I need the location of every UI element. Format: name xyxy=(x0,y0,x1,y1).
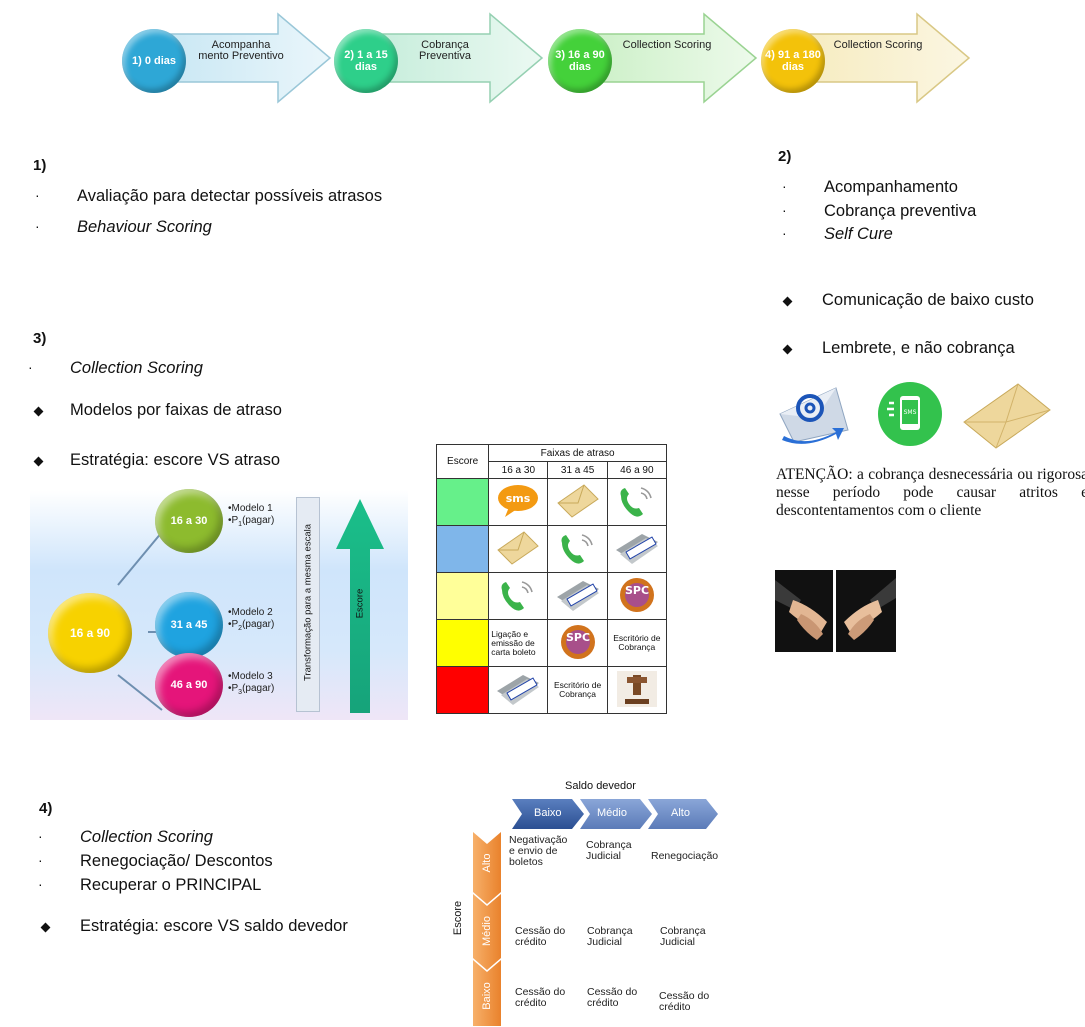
section-3-item: · Collection Scoring xyxy=(28,359,203,377)
saldo-row-label: Médio xyxy=(481,916,493,946)
section-1-item: · Behaviour Scoring xyxy=(35,218,212,236)
risk-column-header: 16 a 30 xyxy=(488,461,549,479)
svg-text:sms: sms xyxy=(506,492,531,505)
phone-icon xyxy=(488,572,549,620)
spc-logo-icon: SPC xyxy=(606,572,668,620)
model-node: 16 a 30 xyxy=(155,489,223,553)
risk-column-header: 46 a 90 xyxy=(606,461,668,479)
gavel-icon xyxy=(606,666,668,714)
section-3-heading: 3) xyxy=(33,330,47,347)
section-2-item: · Cobrança preventiva xyxy=(782,202,977,220)
section-2-diamond-item: Comunicação de baixo custo xyxy=(822,291,1034,309)
saldo-title: Saldo devedor xyxy=(565,780,636,792)
diamond-bullet-icon xyxy=(33,456,44,467)
stage-circle: 1) 0 dias xyxy=(122,29,186,93)
sms-phone-icon: SMS xyxy=(878,382,942,446)
transform-bar xyxy=(296,497,320,712)
envelope-icon xyxy=(547,478,608,526)
stage-circle: 2) 1 a 15 dias xyxy=(334,29,398,93)
svg-text:SMS: SMS xyxy=(904,409,917,416)
stage-label: Collection Scoring xyxy=(622,39,712,51)
diamond-bullet-icon xyxy=(40,922,51,933)
escore-up-arrow-icon xyxy=(336,499,384,713)
handshake-image xyxy=(836,570,896,652)
stage-circle: 3) 16 a 90 dias xyxy=(548,29,612,93)
section-1-item: · Avaliação para detectar possíveis atra… xyxy=(35,187,383,205)
section-4-item: · Recuperar o PRINCIPAL xyxy=(38,876,262,894)
saldo-cell: Negativação e envio de boletos xyxy=(509,834,568,868)
transform-label: Transformação para a mesma escala xyxy=(302,524,314,681)
saldo-row-label: Baixo xyxy=(481,982,493,1010)
risk-faixas-header: Faixas de atraso xyxy=(488,444,667,462)
saldo-cell: Cobrança Judicial xyxy=(586,839,632,862)
section-2-heading: 2) xyxy=(778,148,792,165)
model-label: •Modelo 3 •P3(pagar) xyxy=(228,671,275,696)
saldo-cell: Cessão do crédito xyxy=(587,986,638,1009)
section-4-diamond-item: Estratégia: escore VS saldo devedor xyxy=(80,917,348,935)
model-label: •Modelo 2 •P2(pagar) xyxy=(228,607,275,632)
model-node: 31 a 45 xyxy=(155,592,223,658)
svg-text:SPC: SPC xyxy=(625,584,649,597)
envelope-icon xyxy=(963,383,1051,449)
saldo-cell: Cobrança Judicial xyxy=(587,925,633,948)
section-4-heading: 4) xyxy=(39,800,53,817)
protested-bill-icon xyxy=(488,666,549,714)
protested-bill-icon xyxy=(606,525,668,573)
email-at-icon xyxy=(779,387,849,444)
section-2-diamond-item: Lembrete, e não cobrança xyxy=(822,339,1015,357)
section-4-item: · Renegociação/ Descontos xyxy=(38,852,273,870)
envelope-icon xyxy=(488,525,549,573)
spc-logo-icon: SPC xyxy=(547,619,608,667)
saldo-row-arrows xyxy=(473,832,501,1026)
diamond-bullet-icon xyxy=(782,296,793,307)
model-label: •Modelo 1 •P1(pagar) xyxy=(228,503,275,528)
saldo-row-label: Alto xyxy=(481,853,493,873)
risk-text-cell: Escritório de Cobrança xyxy=(606,619,668,667)
handshake-image xyxy=(775,570,833,652)
saldo-cell: Renegociação xyxy=(651,850,719,862)
risk-table: Escore Faixas de atraso 16 a 30 31 a 45 … xyxy=(435,444,668,714)
stage-label: Acompanha mento Preventivo xyxy=(198,39,284,62)
saldo-column-label: Alto xyxy=(671,807,690,819)
section-2-item: · Acompanhamento xyxy=(782,178,958,196)
escore-arrow-label: Escore xyxy=(354,588,366,619)
saldo-cell: Cobrança Judicial xyxy=(660,925,706,948)
model-node: 46 a 90 xyxy=(155,653,223,717)
risk-color-cell xyxy=(435,666,490,714)
risk-text-cell: Ligação e emissão de carta boleto xyxy=(488,619,549,667)
diamond-bullet-icon xyxy=(782,344,793,355)
saldo-column-arrows xyxy=(512,799,718,829)
stage-label: Collection Scoring xyxy=(833,39,923,51)
risk-color-cell xyxy=(435,525,490,573)
phone-icon xyxy=(606,478,668,526)
svg-text:SPC: SPC xyxy=(566,631,590,644)
risk-text-cell: Escritório de Cobrança xyxy=(547,666,608,714)
attention-note: ATENÇÃO: a cobrança desnecessária ou rig… xyxy=(776,466,1085,519)
saldo-column-label: Médio xyxy=(597,807,627,819)
sms-bubble-icon: sms xyxy=(488,478,549,526)
stage-circle: 4) 91 a 180 dias xyxy=(761,29,825,93)
section-1-heading: 1) xyxy=(33,157,47,174)
section-4-item: · Collection Scoring xyxy=(38,828,213,846)
stage-label: Cobrança Preventiva xyxy=(419,39,471,62)
risk-color-cell xyxy=(435,572,490,620)
section-3-diamond-item: Estratégia: escore VS atraso xyxy=(70,451,281,469)
phone-icon xyxy=(547,525,608,573)
protested-bill-icon xyxy=(547,572,608,620)
saldo-cell: Cessão do crédito xyxy=(515,986,566,1009)
diamond-bullet-icon xyxy=(33,406,44,417)
section-3-diamond-item: Modelos por faixas de atraso xyxy=(70,401,282,419)
saldo-axis-label: Escore xyxy=(452,900,464,936)
risk-escore-header: Escore xyxy=(435,444,490,479)
risk-column-header: 31 a 45 xyxy=(547,461,608,479)
risk-color-cell xyxy=(435,619,490,667)
saldo-cell: Cessão do crédito xyxy=(515,925,566,948)
saldo-column-label: Baixo xyxy=(534,807,562,819)
saldo-cell: Cessão do crédito xyxy=(659,990,710,1013)
model-center-node: 16 a 90 xyxy=(48,593,132,673)
section-2-item: · Self Cure xyxy=(782,225,893,243)
risk-color-cell xyxy=(435,478,490,526)
